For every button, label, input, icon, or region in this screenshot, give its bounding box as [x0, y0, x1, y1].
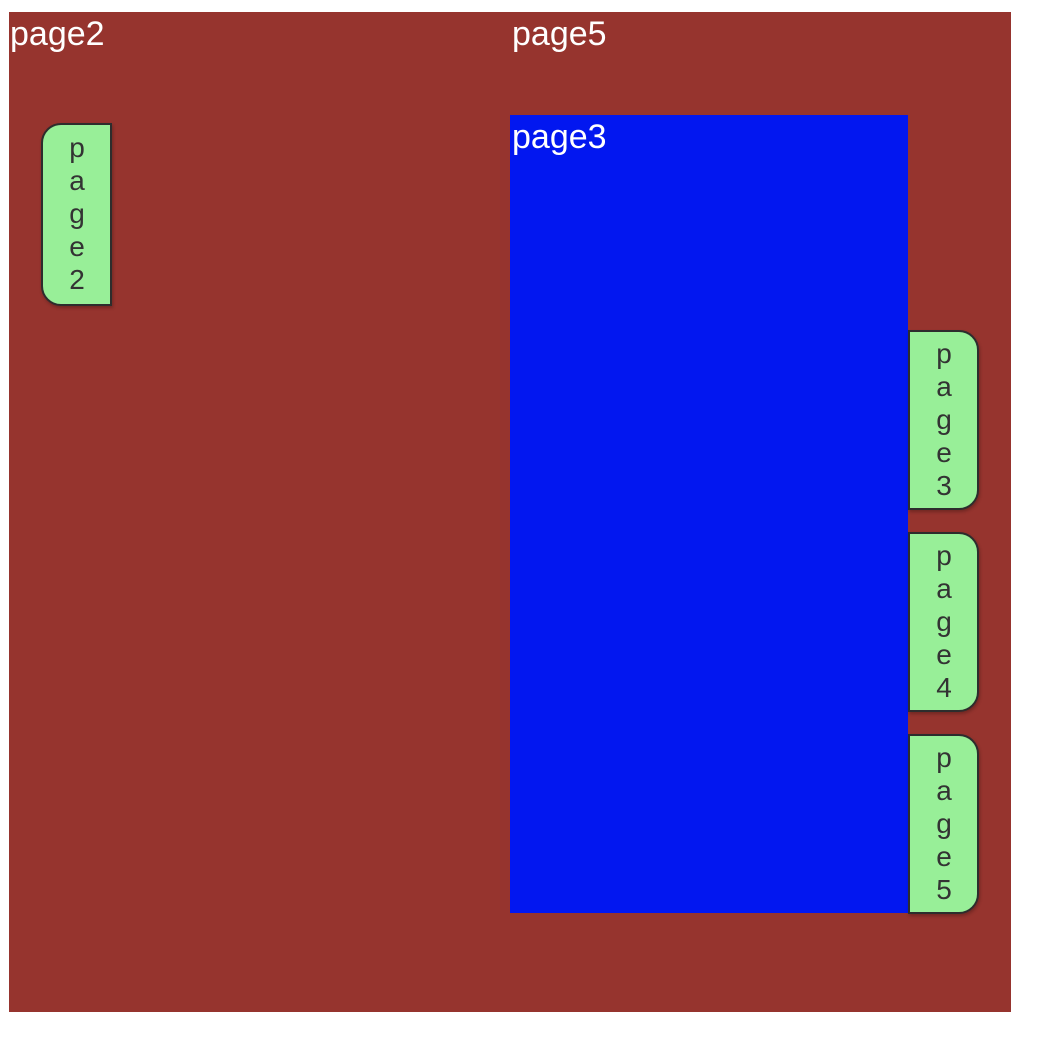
- panel-page5-label: page5: [512, 15, 607, 53]
- tab-page4[interactable]: page4: [908, 532, 979, 712]
- panel-page2-label: page2: [10, 15, 105, 53]
- tab-page3-label: page3: [928, 337, 960, 503]
- tab-page3[interactable]: page3: [908, 330, 979, 510]
- panel-page3-label: page3: [512, 118, 607, 156]
- tab-page5[interactable]: page5: [908, 734, 979, 914]
- tab-page5-label: page5: [928, 741, 960, 907]
- tab-page4-label: page4: [928, 539, 960, 705]
- tab-page2-label: page2: [61, 132, 93, 297]
- tab-page2[interactable]: page2: [41, 123, 112, 306]
- panel-page3: [510, 115, 908, 913]
